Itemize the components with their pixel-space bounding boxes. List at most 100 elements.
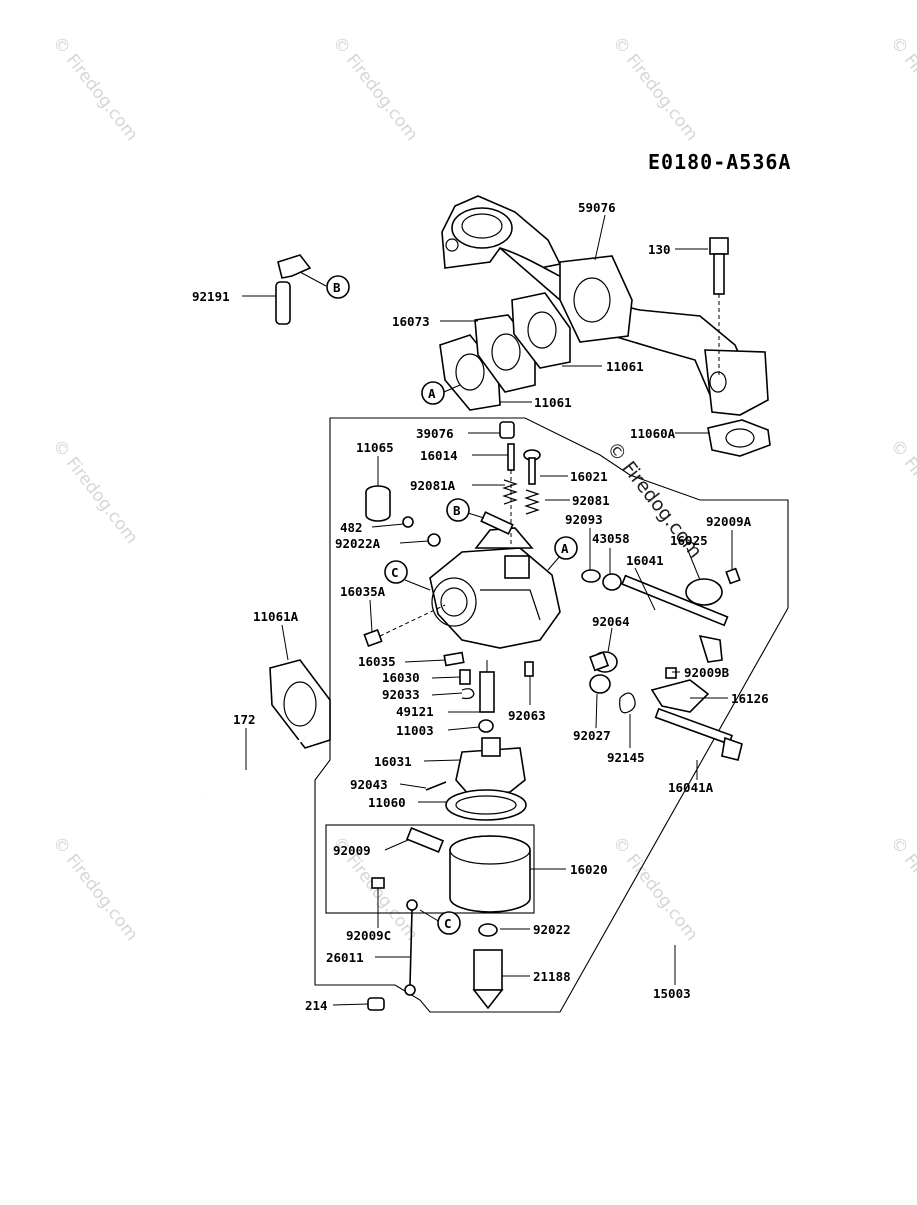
plate-16025 bbox=[685, 578, 723, 606]
callout-b: B bbox=[453, 503, 461, 518]
exhaust-gaskets bbox=[439, 292, 571, 411]
pin-92043 bbox=[425, 781, 447, 791]
screw-92009 bbox=[405, 827, 445, 853]
part-label: 16020 bbox=[570, 862, 608, 877]
fitting-16035A bbox=[363, 604, 446, 648]
washer-92022 bbox=[478, 923, 498, 937]
part-label: 16126 bbox=[731, 691, 769, 706]
shaft-16041A bbox=[654, 707, 743, 761]
jet-49121 bbox=[479, 660, 495, 713]
part-label: 16041 bbox=[626, 553, 664, 568]
part-label: 92022A bbox=[335, 536, 381, 551]
part-label: 16035A bbox=[340, 584, 386, 599]
screw-92064 bbox=[589, 651, 618, 673]
part-label: 15003 bbox=[653, 986, 691, 1001]
seal-92027 bbox=[589, 674, 611, 694]
part-label: 92145 bbox=[607, 750, 645, 765]
hose-92191 bbox=[275, 254, 312, 325]
screw-92063 bbox=[524, 661, 534, 677]
part-label: 214 bbox=[305, 998, 328, 1013]
callout-a: A bbox=[428, 386, 436, 401]
washer-92022A bbox=[427, 533, 441, 547]
part-label: 92093 bbox=[565, 512, 603, 527]
part-label: 16073 bbox=[392, 314, 430, 329]
valve-21188 bbox=[472, 949, 504, 1010]
filter-16020 bbox=[449, 835, 531, 913]
part-label: 16035 bbox=[358, 654, 396, 669]
part-label: 21188 bbox=[533, 969, 571, 984]
pilot-jet-39076 bbox=[499, 421, 515, 439]
part-label: 172 bbox=[233, 712, 256, 727]
watermark: © Firedog.com bbox=[328, 33, 422, 145]
part-label: 16030 bbox=[382, 670, 420, 685]
part-label: 482 bbox=[340, 520, 363, 535]
part-label: 92063 bbox=[508, 708, 546, 723]
part-label: 11061 bbox=[606, 359, 644, 374]
diagram-title: E0180-A536A bbox=[648, 150, 792, 174]
o-ring-92093 bbox=[581, 569, 601, 583]
spring-92145 bbox=[619, 692, 636, 714]
clip-92033 bbox=[461, 688, 475, 700]
carburetor-body bbox=[429, 527, 561, 649]
part-label: 11003 bbox=[396, 723, 434, 738]
screw-214 bbox=[367, 997, 385, 1011]
part-label: 16021 bbox=[570, 469, 608, 484]
part-label: 92009 bbox=[333, 843, 371, 858]
part-label: 59076 bbox=[578, 200, 616, 215]
callout-b: B bbox=[333, 280, 341, 295]
part-label: 16014 bbox=[420, 448, 458, 463]
screw-16021 bbox=[523, 449, 541, 485]
callout-c: C bbox=[444, 916, 452, 931]
part-label: 92009B bbox=[684, 665, 730, 680]
part-label: 39076 bbox=[416, 426, 454, 441]
part-label: 16025 bbox=[670, 533, 708, 548]
gasket-11060A bbox=[707, 419, 771, 457]
callout-a: A bbox=[561, 541, 569, 556]
gasket-11061A bbox=[269, 659, 331, 749]
screw-92009A bbox=[725, 567, 741, 585]
part-label: 11065 bbox=[356, 440, 394, 455]
watermark: © Firedog.com bbox=[886, 833, 917, 945]
watermark: © Firedog.com bbox=[886, 33, 917, 145]
part-labels: 59076 130 92191 16073 11061 11061 11060A… bbox=[192, 200, 769, 1013]
part-label: 16031 bbox=[374, 754, 412, 769]
bolt-130 bbox=[709, 237, 729, 375]
shaft-16041 bbox=[621, 574, 729, 663]
part-label: 130 bbox=[648, 242, 671, 257]
watermark: © Firedog.com bbox=[608, 33, 702, 145]
fitting-16035 bbox=[443, 651, 465, 667]
part-label: 92081 bbox=[572, 493, 610, 508]
ring-482 bbox=[402, 516, 414, 528]
part-label: 11061 bbox=[534, 395, 572, 410]
part-label: 11060 bbox=[368, 795, 406, 810]
rod-26011 bbox=[404, 899, 418, 996]
plate-16126 bbox=[650, 679, 710, 713]
screw-92009B bbox=[665, 667, 677, 679]
screw-92009C bbox=[371, 877, 385, 889]
part-label: 26011 bbox=[326, 950, 364, 965]
watermark: © Firedog.com bbox=[48, 833, 142, 945]
part-label: 92022 bbox=[533, 922, 571, 937]
watermark: © Firedog.com bbox=[48, 436, 142, 548]
stud-172 bbox=[204, 736, 306, 797]
watermark: © Firedog.com bbox=[886, 436, 917, 548]
watermark: © Firedog.com bbox=[608, 833, 702, 945]
part-label: 11060A bbox=[630, 426, 676, 441]
exhaust-manifold bbox=[441, 195, 769, 416]
callout-c: C bbox=[391, 565, 399, 580]
part-label: 92009A bbox=[706, 514, 752, 529]
part-label: 92043 bbox=[350, 777, 388, 792]
main-jet-11003 bbox=[478, 719, 494, 733]
part-label: 16041A bbox=[668, 780, 714, 795]
springs-92081 bbox=[502, 479, 540, 515]
part-label: 92081A bbox=[410, 478, 456, 493]
float-16031 bbox=[455, 737, 526, 797]
part-label: 92033 bbox=[382, 687, 420, 702]
part-label: 92027 bbox=[573, 728, 611, 743]
part-label: 49121 bbox=[396, 704, 434, 719]
part-label: 92191 bbox=[192, 289, 230, 304]
part-label: 92009C bbox=[346, 928, 391, 943]
needle-16014 bbox=[507, 443, 515, 545]
